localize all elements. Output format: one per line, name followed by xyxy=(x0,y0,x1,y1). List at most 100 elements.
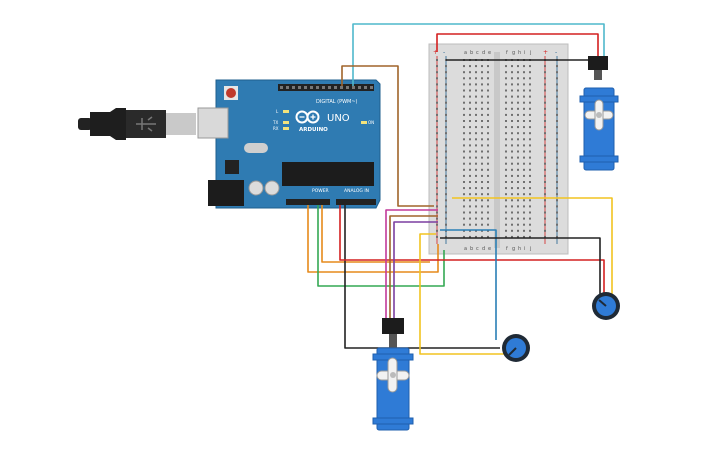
breadboard[interactable]: + - + - a b c d e f g h i j a b c d e f … xyxy=(428,43,569,255)
breadboard-hole xyxy=(481,138,483,141)
breadboard-hole xyxy=(529,187,531,190)
servo-top-right[interactable] xyxy=(579,56,619,171)
breadboard-hole xyxy=(556,229,558,232)
breadboard-hole xyxy=(556,77,558,80)
breadboard-hole xyxy=(436,223,438,226)
breadboard-hole xyxy=(556,83,558,86)
breadboard-hole xyxy=(445,156,447,159)
breadboard-hole xyxy=(481,71,483,74)
breadboard-hole xyxy=(529,101,531,104)
breadboard-hole xyxy=(463,113,465,116)
power-header xyxy=(286,199,330,205)
breadboard-hole xyxy=(556,217,558,220)
breadboard-hole xyxy=(523,211,525,214)
reset-button[interactable] xyxy=(224,86,238,100)
breadboard-hole xyxy=(505,211,507,214)
col-b: b xyxy=(470,50,473,56)
wire-blue xyxy=(440,229,497,340)
breadboard-hole xyxy=(523,187,525,190)
breadboard-hole xyxy=(505,126,507,129)
potentiometer-right[interactable] xyxy=(592,292,620,320)
breadboard-hole xyxy=(529,168,531,171)
breadboard-hole xyxy=(436,150,438,153)
col-g: g xyxy=(512,50,515,56)
col-b-bottom: b xyxy=(470,246,473,252)
breadboard-hole xyxy=(556,205,558,208)
breadboard-hole xyxy=(511,181,513,183)
breadboard-hole xyxy=(505,174,507,177)
voltage-regulator xyxy=(225,160,239,174)
led-on xyxy=(361,121,367,124)
breadboard-hole xyxy=(436,65,438,68)
capacitor-2 xyxy=(264,180,280,196)
breadboard-hole xyxy=(556,174,558,177)
breadboard-hole xyxy=(544,187,546,190)
breadboard-hole xyxy=(505,181,507,183)
servo-bottom[interactable] xyxy=(372,318,414,431)
breadboard-hole xyxy=(436,162,438,165)
breadboard-hole xyxy=(436,113,438,116)
breadboard-hole xyxy=(556,126,558,129)
breadboard-hole xyxy=(436,120,438,122)
breadboard-hole xyxy=(445,107,447,110)
breadboard-hole xyxy=(436,95,438,98)
breadboard-hole xyxy=(556,156,558,159)
breadboard-hole xyxy=(511,168,513,171)
breadboard-hole xyxy=(445,193,447,196)
breadboard-hole xyxy=(529,65,531,68)
breadboard-hole xyxy=(469,120,471,122)
breadboard-hole xyxy=(544,71,546,74)
breadboard-hole xyxy=(505,235,507,238)
led-tx xyxy=(283,121,289,124)
led-rx xyxy=(283,127,289,130)
breadboard-hole xyxy=(487,181,489,183)
breadboard-hole xyxy=(445,83,447,86)
breadboard-hole xyxy=(544,150,546,153)
breadboard-hole xyxy=(475,65,477,68)
wire-red-top xyxy=(436,33,599,60)
potentiometer-bottom[interactable] xyxy=(502,334,530,362)
breadboard-hole xyxy=(544,113,546,116)
breadboard-hole xyxy=(469,211,471,214)
arduino-uno-board[interactable]: DIGITAL (PWM~) ARDUINO UNO L TX RX ON PO… xyxy=(197,79,381,209)
breadboard-hole xyxy=(475,235,477,238)
capacitor-1 xyxy=(248,180,264,196)
breadboard-hole xyxy=(523,193,525,196)
breadboard-hole xyxy=(481,107,483,110)
breadboard-hole xyxy=(544,211,546,214)
breadboard-hole xyxy=(505,95,507,98)
digital-header-pins xyxy=(280,86,373,89)
breadboard-hole xyxy=(445,211,447,214)
breadboard-hole xyxy=(436,107,438,110)
breadboard-hole xyxy=(556,168,558,171)
breadboard-hole xyxy=(511,126,513,129)
breadboard-hole xyxy=(505,83,507,86)
breadboard-hole xyxy=(475,95,477,98)
breadboard-hole xyxy=(544,217,546,220)
breadboard-hole xyxy=(529,113,531,116)
breadboard-hole xyxy=(463,65,465,68)
breadboard-hole xyxy=(481,162,483,165)
breadboard-hole xyxy=(505,162,507,165)
breadboard-hole xyxy=(481,126,483,129)
breadboard-hole xyxy=(544,65,546,68)
breadboard-hole xyxy=(469,144,471,147)
breadboard-hole xyxy=(523,113,525,116)
breadboard-hole xyxy=(529,193,531,196)
breadboard-hole xyxy=(523,89,525,92)
breadboard-hole xyxy=(475,211,477,214)
breadboard-hole xyxy=(529,71,531,74)
breadboard-hole xyxy=(505,101,507,104)
breadboard-hole xyxy=(505,229,507,232)
breadboard-hole xyxy=(511,65,513,68)
breadboard-hole xyxy=(556,65,558,68)
breadboard-hole xyxy=(445,162,447,165)
breadboard-hole xyxy=(517,89,519,92)
breadboard-hole xyxy=(436,168,438,171)
breadboard-hole xyxy=(475,199,477,202)
breadboard-hole xyxy=(511,113,513,116)
breadboard-hole xyxy=(445,101,447,104)
breadboard-hole xyxy=(481,120,483,122)
breadboard-hole xyxy=(481,199,483,202)
breadboard-hole xyxy=(505,89,507,92)
